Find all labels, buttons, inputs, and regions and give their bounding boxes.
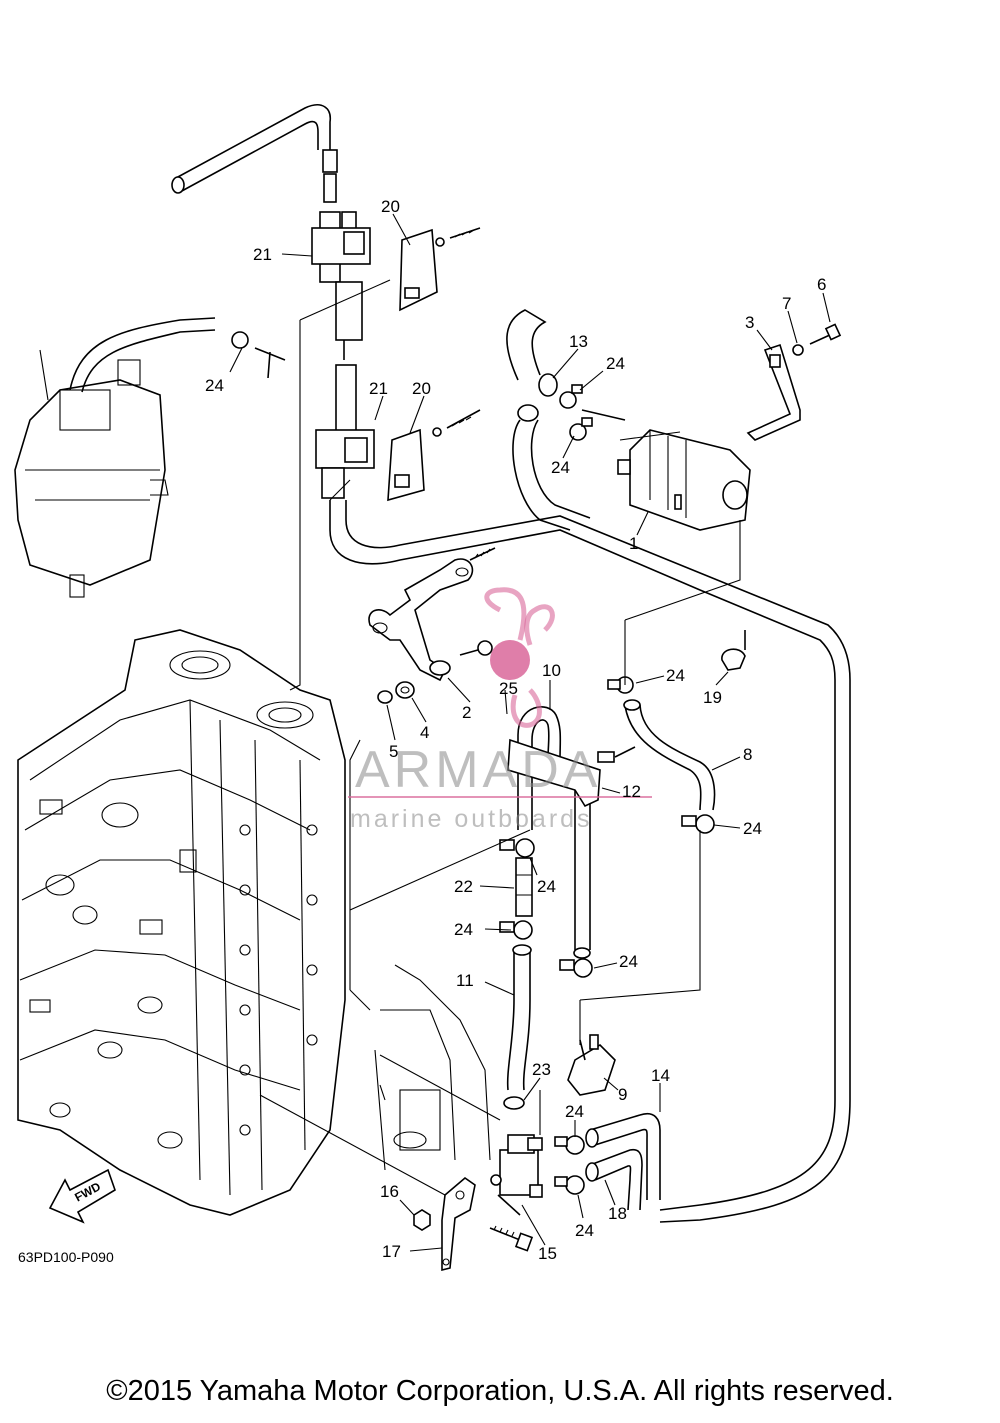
callout-21-lower: 21 xyxy=(369,379,388,398)
part-3-bracket xyxy=(746,343,801,441)
callout-2: 2 xyxy=(462,703,471,722)
part-22-connector xyxy=(515,857,533,917)
callout-24-hose8-top: 24 xyxy=(666,666,685,685)
clamps-24-bottom xyxy=(554,1135,585,1195)
engine-block xyxy=(17,629,346,1216)
callout-6: 6 xyxy=(817,275,826,294)
callout-24-bottom-2: 24 xyxy=(575,1221,594,1240)
callout-13: 13 xyxy=(569,332,588,351)
part-9-fitting xyxy=(567,1034,616,1096)
callout-3: 3 xyxy=(745,313,754,332)
copyright-notice: ©2015 Yamaha Motor Corporation, U.S.A. A… xyxy=(106,1375,894,1407)
callout-24-canister-top: 24 xyxy=(606,354,625,373)
callout-7: 7 xyxy=(782,294,791,313)
upper-bolt xyxy=(469,547,496,561)
callout-14: 14 xyxy=(651,1066,670,1085)
callout-19: 19 xyxy=(703,688,722,707)
callout-24-tank: 24 xyxy=(205,376,224,395)
callout-leaders xyxy=(229,213,831,1252)
part-25-screw xyxy=(459,640,493,656)
callout-24-bottom-1: 24 xyxy=(565,1102,584,1121)
callout-24-c1: 24 xyxy=(537,877,556,896)
part-6-bolt xyxy=(809,323,842,345)
callout-20-lower: 20 xyxy=(412,379,431,398)
canister-clamps xyxy=(559,384,626,441)
callout-5: 5 xyxy=(389,742,398,761)
callout-16: 16 xyxy=(380,1182,399,1201)
callout-labels: 21 20 21 20 24 13 24 24 3 7 6 1 24 19 8 … xyxy=(205,197,826,1263)
part-12-bracket xyxy=(507,738,636,808)
vapor-separator-tank xyxy=(14,317,216,598)
part-20-upper-bracket xyxy=(399,227,481,312)
part-11-hose xyxy=(506,944,532,1091)
hose-13 xyxy=(506,309,591,531)
callout-21-upper: 21 xyxy=(253,245,272,264)
lower-housing xyxy=(374,964,491,1171)
part-15-valve xyxy=(490,1134,543,1216)
callout-4: 4 xyxy=(420,723,429,742)
part-14-hose xyxy=(585,1112,661,1200)
mounting-bolt xyxy=(489,1225,534,1252)
clamps-24-center xyxy=(499,838,593,978)
callout-17: 17 xyxy=(382,1242,401,1261)
callout-12: 12 xyxy=(622,782,641,801)
callout-15: 15 xyxy=(538,1244,557,1263)
diagram-code: 63PD100-P090 xyxy=(18,1249,114,1265)
part-5-collar xyxy=(377,690,393,704)
part-2-bracket xyxy=(368,558,474,682)
callout-18: 18 xyxy=(608,1204,627,1223)
callout-10: 10 xyxy=(542,661,561,680)
hose-clamp-upper-left xyxy=(231,331,286,379)
watermark-brand: ARMADA xyxy=(355,741,601,799)
armada-watermark: ARMADA marine outboards xyxy=(348,587,652,833)
callout-23: 23 xyxy=(532,1060,551,1079)
part-17-bracket xyxy=(441,1176,476,1272)
callout-8: 8 xyxy=(743,745,752,764)
part-21-upper xyxy=(311,211,371,360)
part-19-clip xyxy=(721,630,746,671)
callout-9: 9 xyxy=(618,1085,627,1104)
part-7-washer xyxy=(792,344,804,356)
part-20-lower-bracket xyxy=(387,409,481,502)
watermark-logo-icon xyxy=(490,640,530,680)
part-23-clip xyxy=(503,1096,525,1110)
fwd-arrow-icon: FWD xyxy=(48,1168,116,1224)
callout-24-canister-bottom: 24 xyxy=(551,458,570,477)
part-1-canister xyxy=(617,429,751,531)
reference-lines xyxy=(259,279,741,1196)
main-fuel-hose xyxy=(329,500,851,1223)
top-vent-hose xyxy=(171,104,338,203)
callout-24-hose8-bottom: 24 xyxy=(743,819,762,838)
callout-24-c3: 24 xyxy=(619,952,638,971)
part-4-grommet xyxy=(395,681,415,699)
callout-25: 25 xyxy=(499,679,518,698)
callout-24-c2: 24 xyxy=(454,920,473,939)
callout-20-upper: 20 xyxy=(381,197,400,216)
part-21-lower xyxy=(315,364,375,499)
callout-11: 11 xyxy=(456,971,474,990)
part-18-hose xyxy=(585,1148,643,1211)
callout-22: 22 xyxy=(454,877,473,896)
part-16-nut xyxy=(413,1209,431,1231)
callout-1: 1 xyxy=(629,534,638,553)
part-8-hose xyxy=(607,676,716,834)
watermark-tagline: marine outboards xyxy=(350,805,593,833)
